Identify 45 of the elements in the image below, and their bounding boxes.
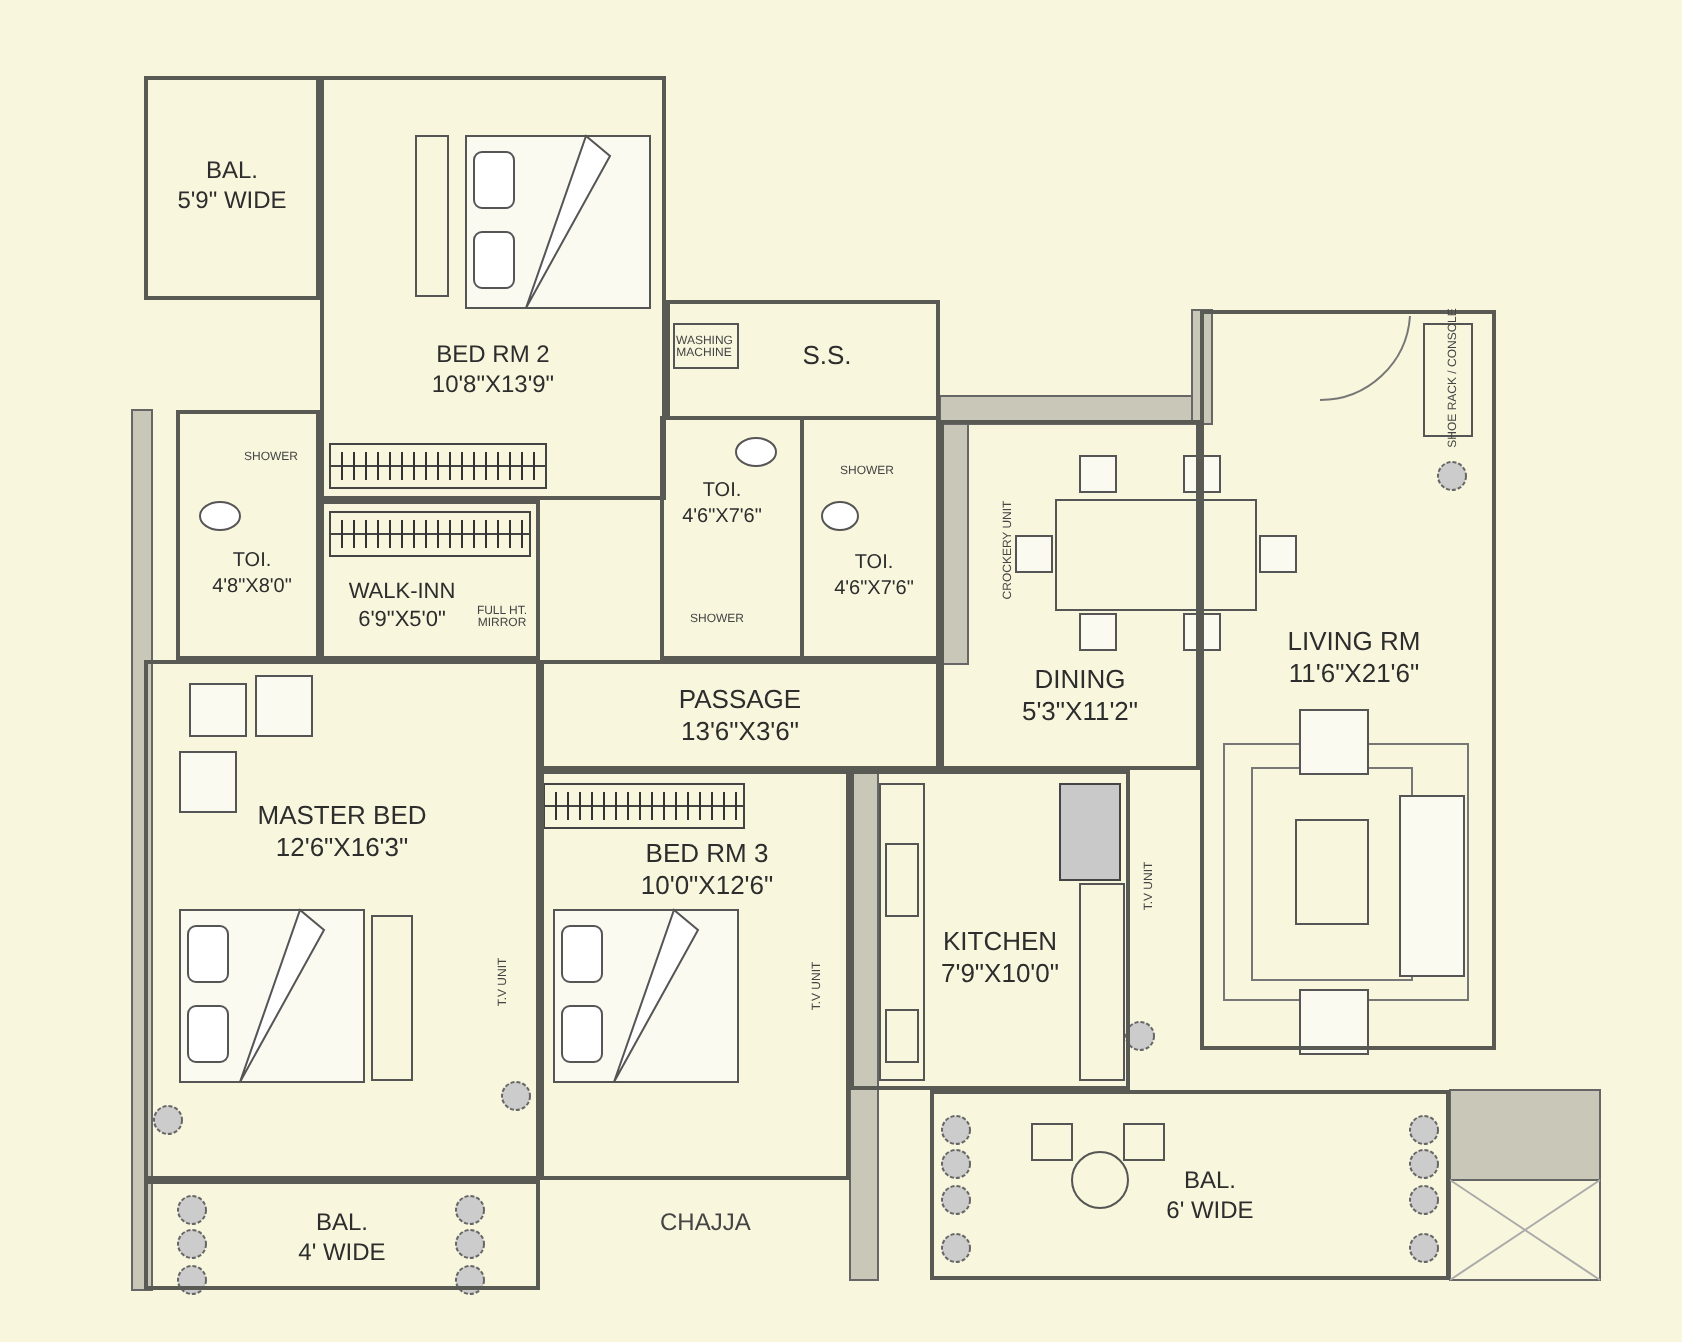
room-outline [176,410,320,660]
area-label: CHAJJA [660,1210,751,1234]
room-name: TOI. [232,550,272,575]
room-outline [800,416,940,660]
room-outline [144,660,540,1180]
room-outline [144,76,320,300]
room-outline [320,500,540,660]
room-size: 7'9"X10'0" [940,958,1059,991]
room-outline [940,420,1200,770]
room-outline [1200,310,1496,1050]
room-name: BAL. [205,156,258,186]
room-outline [930,1090,1450,1280]
room-name: BAL. [315,1208,368,1238]
room-name: BAL. [1183,1166,1236,1196]
room-name: TOI. [854,552,894,577]
room-outline [660,416,804,660]
room-name: LIVING RM [1287,626,1421,659]
room-size: 10'8"X13'9" [431,370,555,400]
room-size: 4' WIDE [298,1238,386,1268]
room-outline [320,76,666,500]
room-outline [540,660,940,770]
room-name: WALK-INN [348,580,456,608]
room-size: 12'6"X16'3" [275,832,409,865]
room-size: 13'6"X3'6" [680,716,799,749]
room-size: 5'3"X11'2" [1021,696,1139,729]
room-name: PASSAGE [678,684,802,717]
room-size: 4'6"X7'6" [682,505,762,530]
room-name: BED RM 2 [436,340,550,370]
room-size: 4'8"X8'0" [212,575,292,600]
room-name: TOI. [702,480,742,505]
room-name: DINING [1034,664,1126,697]
room-size: 6'9"X5'0" [358,607,446,635]
room-outline [144,1180,540,1290]
room-outline [540,770,850,1180]
room-name: S.S. [802,340,852,373]
room-size: 5'9" WIDE [177,186,287,216]
room-name: MASTER BED [257,800,427,833]
room-name: KITCHEN [942,926,1058,959]
room-name: BED RM 3 [645,838,769,871]
room-outline [850,770,1130,1090]
room-outline [666,300,940,420]
room-size: 10'0"X12'6" [640,870,774,903]
room-size: 11'6"X21'6" [1288,658,1420,691]
room-size: 4'6"X7'6" [834,577,914,602]
room-size: 6' WIDE [1166,1196,1254,1226]
